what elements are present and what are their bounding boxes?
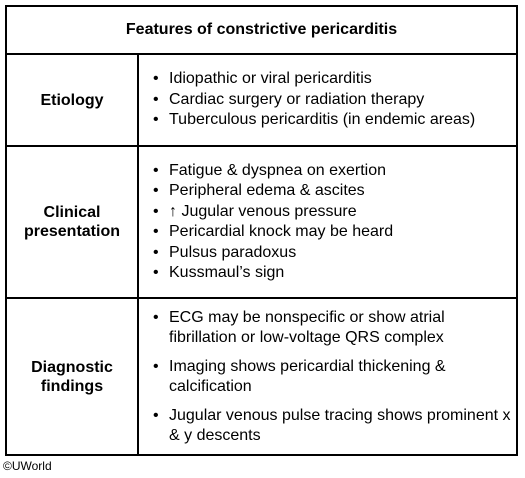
list-item: Cardiac surgery or radiation therapy (151, 90, 516, 111)
bullet-list: Fatigue & dyspnea on exertion Peripheral… (151, 161, 516, 284)
list-item: Idiopathic or viral pericarditis (151, 69, 516, 90)
list-item: Fatigue & dyspnea on exertion (151, 161, 516, 182)
bullet-list: Idiopathic or viral pericarditis Cardiac… (151, 69, 516, 131)
copyright-notice: ©UWorld (3, 459, 52, 473)
list-item: Pericardial knock may be heard (151, 222, 516, 243)
list-item: Peripheral edema & ascites (151, 181, 516, 202)
list-item: ↑ Jugular venous pressure (151, 202, 516, 223)
features-table: Features of constrictive pericarditis Et… (5, 5, 518, 456)
list-item: Tuberculous pericarditis (in endemic are… (151, 110, 516, 131)
row-content-diagnostic-findings: ECG may be nonspecific or show atrial fi… (139, 299, 516, 454)
row-label-diagnostic-findings: Diagnostic findings (7, 299, 139, 454)
list-item: Kussmaul’s sign (151, 263, 516, 284)
bullet-list: ECG may be nonspecific or show atrial fi… (151, 308, 516, 446)
table-row-etiology: Etiology Idiopathic or viral pericarditi… (7, 55, 516, 147)
table-row-clinical-presentation: Clinical presentation Fatigue & dyspnea … (7, 147, 516, 299)
table-row-diagnostic-findings: Diagnostic findings ECG may be nonspecif… (7, 299, 516, 454)
table-title: Features of constrictive pericarditis (7, 7, 516, 55)
list-item: Imaging shows pericardial thickening & c… (151, 357, 516, 397)
row-label-etiology: Etiology (7, 55, 139, 145)
row-content-etiology: Idiopathic or viral pericarditis Cardiac… (139, 55, 516, 145)
list-item: ECG may be nonspecific or show atrial fi… (151, 308, 516, 348)
row-content-clinical-presentation: Fatigue & dyspnea on exertion Peripheral… (139, 147, 516, 297)
row-label-clinical-presentation: Clinical presentation (7, 147, 139, 297)
list-item: Pulsus paradoxus (151, 243, 516, 264)
list-item: Jugular venous pulse tracing shows promi… (151, 406, 516, 446)
